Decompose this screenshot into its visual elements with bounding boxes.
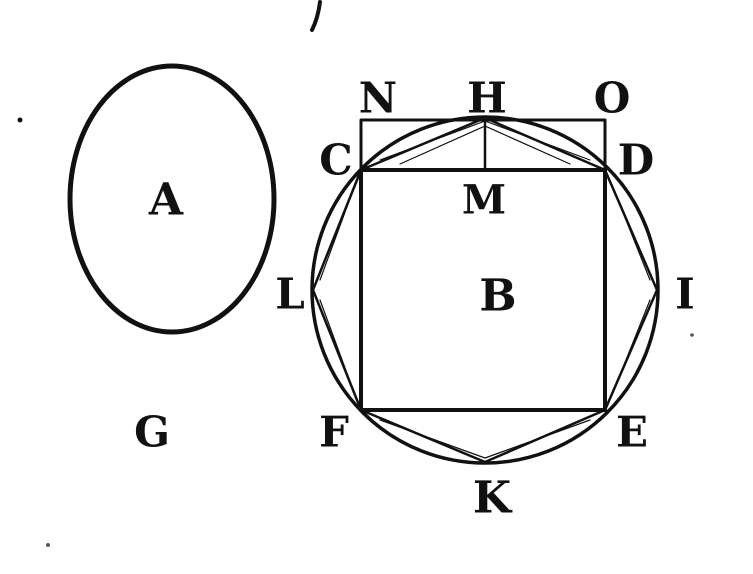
stray-dot-left: [17, 117, 23, 123]
label-f: F: [319, 408, 349, 457]
label-g: G: [134, 408, 170, 457]
segment-hatching: [319, 120, 651, 459]
label-n: N: [359, 74, 397, 123]
label-b: B: [479, 271, 516, 322]
label-m: M: [462, 177, 506, 224]
label-a: A: [148, 175, 184, 226]
ellipse-a: [67, 63, 277, 335]
stray-dot-right: [690, 333, 694, 337]
label-o: O: [594, 74, 631, 123]
label-i: I: [675, 270, 695, 319]
label-e: E: [616, 408, 648, 457]
label-h: H: [467, 74, 507, 123]
label-c: C: [319, 136, 352, 185]
label-l: L: [275, 270, 305, 319]
label-k: K: [473, 473, 513, 524]
label-d: D: [618, 136, 654, 185]
top-fragment-mark: [310, 0, 322, 32]
stray-dot-bottom: [46, 543, 50, 547]
